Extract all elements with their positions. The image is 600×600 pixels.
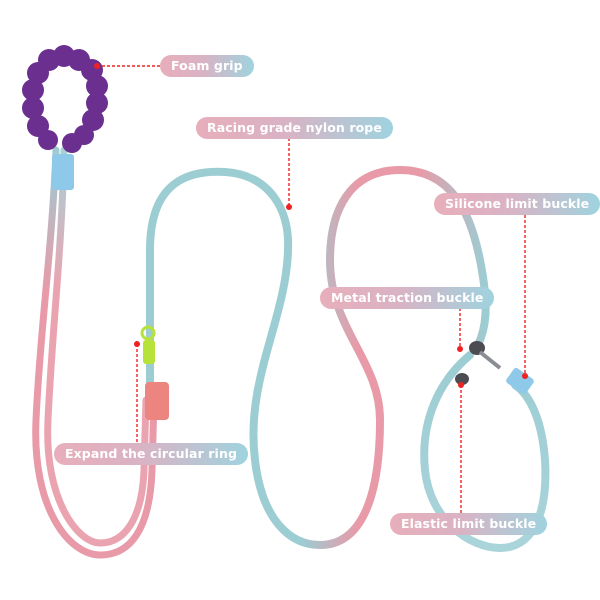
expand-ring-clip (140, 325, 156, 364)
collar-loop (420, 351, 550, 553)
label-nylon-rope: Racing grade nylon rope (196, 117, 393, 139)
label-metal-buckle: Metal traction buckle (320, 287, 495, 309)
label-elastic-buckle: Elastic limit buckle (390, 513, 548, 535)
foam-grip (22, 45, 108, 153)
handle-sleeve (52, 154, 74, 190)
label-silicone-buckle: Silicone limit buckle (434, 193, 600, 215)
handle-rope (32, 146, 158, 559)
label-foam-grip: Foam grip (160, 55, 254, 77)
callout-lines (94, 63, 528, 513)
main-rope (146, 165, 490, 550)
metal-buckles (455, 341, 502, 385)
label-expand-ring: Expand the circular ring (54, 443, 248, 465)
coral-limit-buckle (145, 382, 169, 420)
silicone-limit-buckle (506, 367, 534, 395)
